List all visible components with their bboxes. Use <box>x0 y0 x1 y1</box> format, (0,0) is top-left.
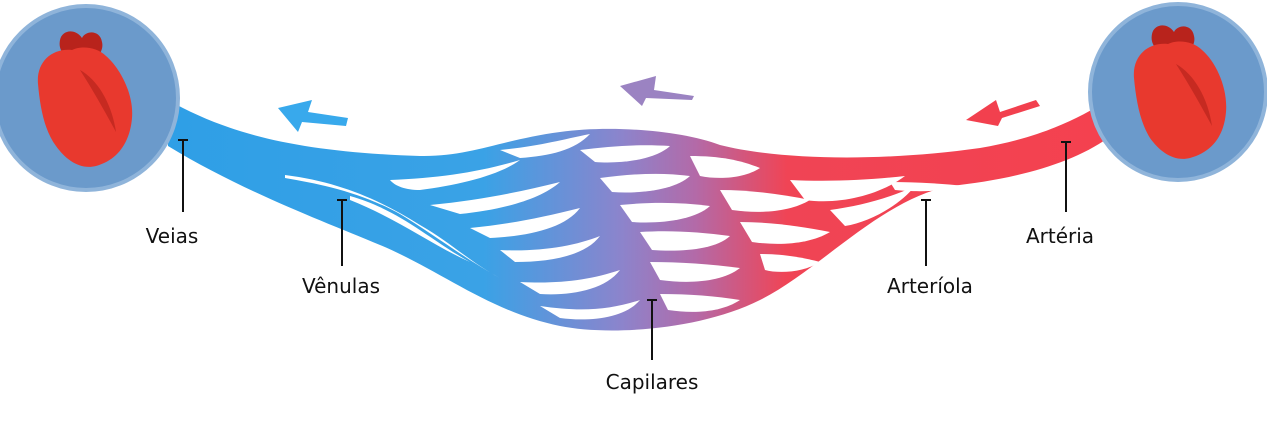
flow-arrow-icon-red <box>966 100 1040 126</box>
flow-arrow-icon-blue <box>278 100 348 132</box>
flow-arrow-icon-purple <box>620 76 694 106</box>
label-arteriola: Arteríola <box>887 274 973 298</box>
label-arteria: Artéria <box>1025 224 1095 248</box>
label-venulas: Vênulas <box>301 274 381 298</box>
left-heart-icon <box>0 4 180 192</box>
label-capilares: Capilares <box>605 370 699 394</box>
right-heart-icon <box>1088 2 1267 182</box>
label-veias: Veias <box>145 224 199 248</box>
capillary-network <box>285 134 965 320</box>
leader-lines <box>178 139 1071 360</box>
